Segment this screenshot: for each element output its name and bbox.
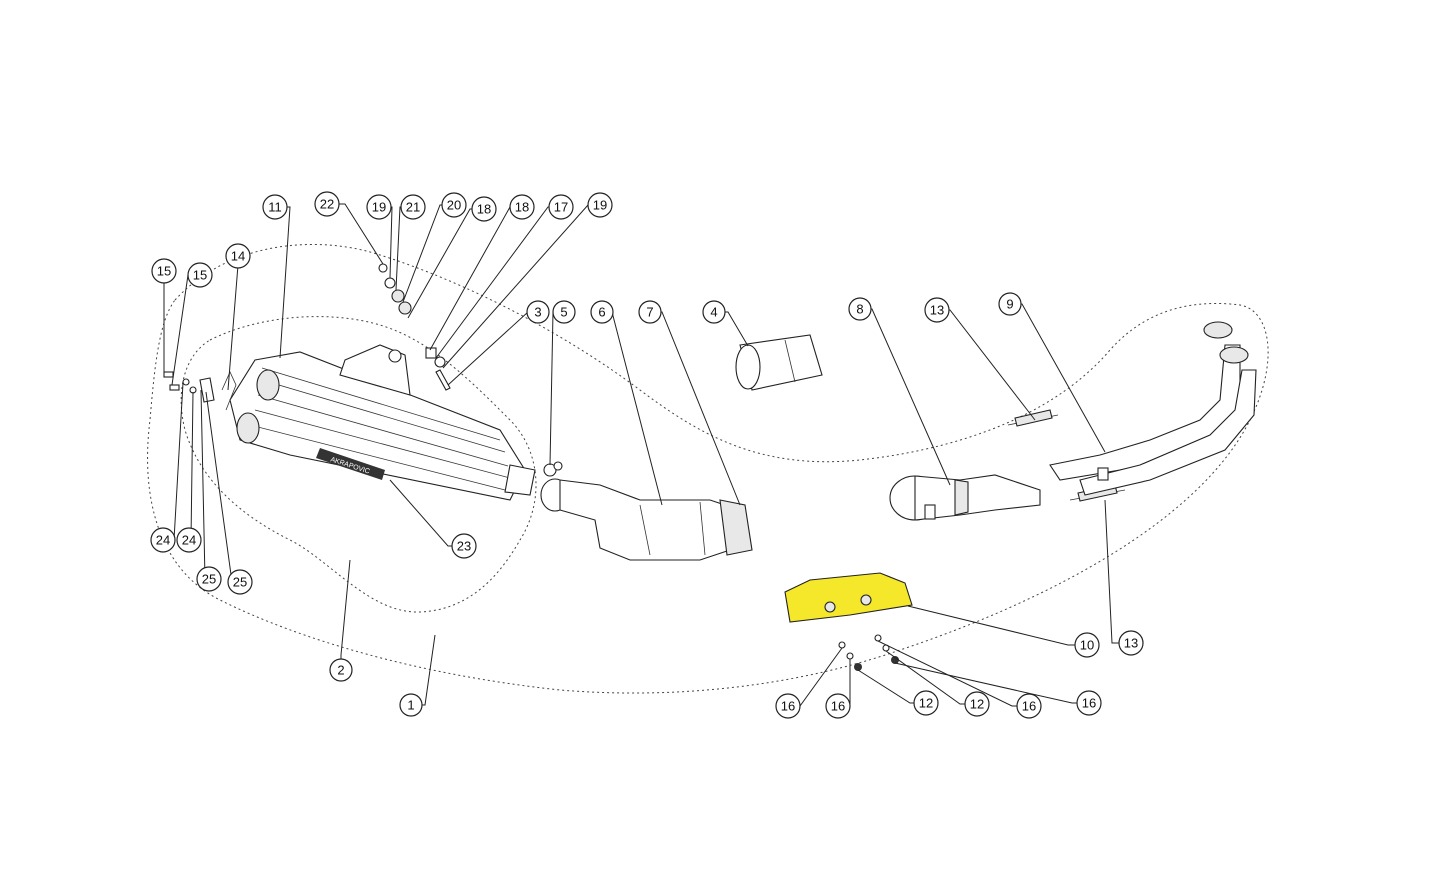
- callout-6-label: 6: [598, 305, 605, 320]
- callout-18b: 18: [509, 194, 535, 220]
- callout-20-label: 20: [447, 198, 461, 213]
- callout-14: 14: [225, 243, 251, 269]
- callout-16c: 16: [1016, 693, 1042, 719]
- callout-12a-label: 12: [919, 696, 933, 711]
- callout-24b: 24: [176, 527, 202, 553]
- callout-23: 23: [451, 533, 477, 559]
- callout-18a-label: 18: [477, 202, 491, 217]
- callout-19b-label: 19: [593, 198, 607, 213]
- link-pipe: [540, 478, 753, 561]
- callout-24b-label: 24: [182, 533, 196, 548]
- silencer: AKRAPOVIC: [229, 344, 536, 501]
- callout-25a-label: 25: [202, 572, 216, 587]
- callout-11-label: 11: [268, 200, 282, 215]
- callout-8: 8: [848, 297, 872, 321]
- callout-16c-label: 16: [1022, 699, 1036, 714]
- callout-9-label: 9: [1006, 297, 1013, 312]
- callout-15a-label: 15: [157, 264, 171, 279]
- rear-hardware: [163, 371, 237, 411]
- callout-25a: 25: [196, 566, 222, 592]
- callout-20: 20: [441, 192, 467, 218]
- callout-3: 3: [526, 300, 550, 324]
- callout-3-label: 3: [534, 305, 541, 320]
- callout-1-label: 1: [407, 698, 414, 713]
- callout-16a-label: 16: [781, 699, 795, 714]
- callout-8-label: 8: [856, 302, 863, 317]
- callout-21: 21: [400, 194, 426, 220]
- callout-24a: 24: [150, 527, 176, 553]
- callout-19a-label: 19: [372, 200, 386, 215]
- callout-5-label: 5: [560, 305, 567, 320]
- callout-16a: 16: [775, 693, 801, 719]
- callout-4: 4: [702, 300, 726, 324]
- callout-5: 5: [552, 300, 576, 324]
- callout-16b: 16: [825, 693, 851, 719]
- heat-shield: [784, 572, 913, 623]
- callout-16d-label: 16: [1082, 696, 1096, 711]
- callout-16b-label: 16: [831, 699, 845, 714]
- collector: [889, 474, 1041, 521]
- callout-25b-label: 25: [233, 575, 247, 590]
- callout-10: 10: [1074, 632, 1100, 658]
- callout-1: 1: [399, 693, 423, 717]
- callout-6: 6: [590, 300, 614, 324]
- callout-16d: 16: [1076, 690, 1102, 716]
- callout-19a: 19: [366, 194, 392, 220]
- callout-24a-label: 24: [156, 533, 170, 548]
- callout-18b-label: 18: [515, 200, 529, 215]
- callout-13b-label: 13: [1124, 636, 1138, 651]
- callout-12b: 12: [964, 691, 990, 717]
- callout-11: 11: [262, 194, 288, 220]
- callout-13b: 13: [1118, 630, 1144, 656]
- callout-14-label: 14: [231, 249, 245, 264]
- callout-10-label: 10: [1080, 638, 1094, 653]
- callout-15a: 15: [151, 258, 177, 284]
- callout-7-label: 7: [646, 305, 653, 320]
- callout-2-label: 2: [337, 663, 344, 678]
- callout-15b: 15: [187, 262, 213, 288]
- callout-9: 9: [998, 292, 1022, 316]
- callout-7: 7: [638, 300, 662, 324]
- heat-shield-shape: [784, 572, 913, 623]
- callout-22: 22: [314, 191, 340, 217]
- callout-12a: 12: [913, 690, 939, 716]
- callout-17: 17: [548, 194, 574, 220]
- callout-12b-label: 12: [970, 697, 984, 712]
- callout-23-label: 23: [457, 539, 471, 554]
- header-pipes: [1049, 321, 1257, 496]
- shield-hardware: [838, 634, 899, 671]
- assembly-outline-1: [147, 243, 1269, 694]
- callout-4-label: 4: [710, 305, 717, 320]
- callout-18a: 18: [471, 196, 497, 222]
- callout-21-label: 21: [406, 200, 420, 215]
- sleeve: [735, 334, 823, 391]
- bracket-hardware: [378, 263, 451, 391]
- clamp: [543, 461, 563, 477]
- callout-17-label: 17: [554, 200, 568, 215]
- callout-25b: 25: [227, 569, 253, 595]
- callout-13a-label: 13: [930, 303, 944, 318]
- callout-19b: 19: [587, 192, 613, 218]
- callout-2: 2: [329, 658, 353, 682]
- callout-15b-label: 15: [193, 268, 207, 283]
- callout-13a: 13: [924, 297, 950, 323]
- callout-22-label: 22: [320, 197, 334, 212]
